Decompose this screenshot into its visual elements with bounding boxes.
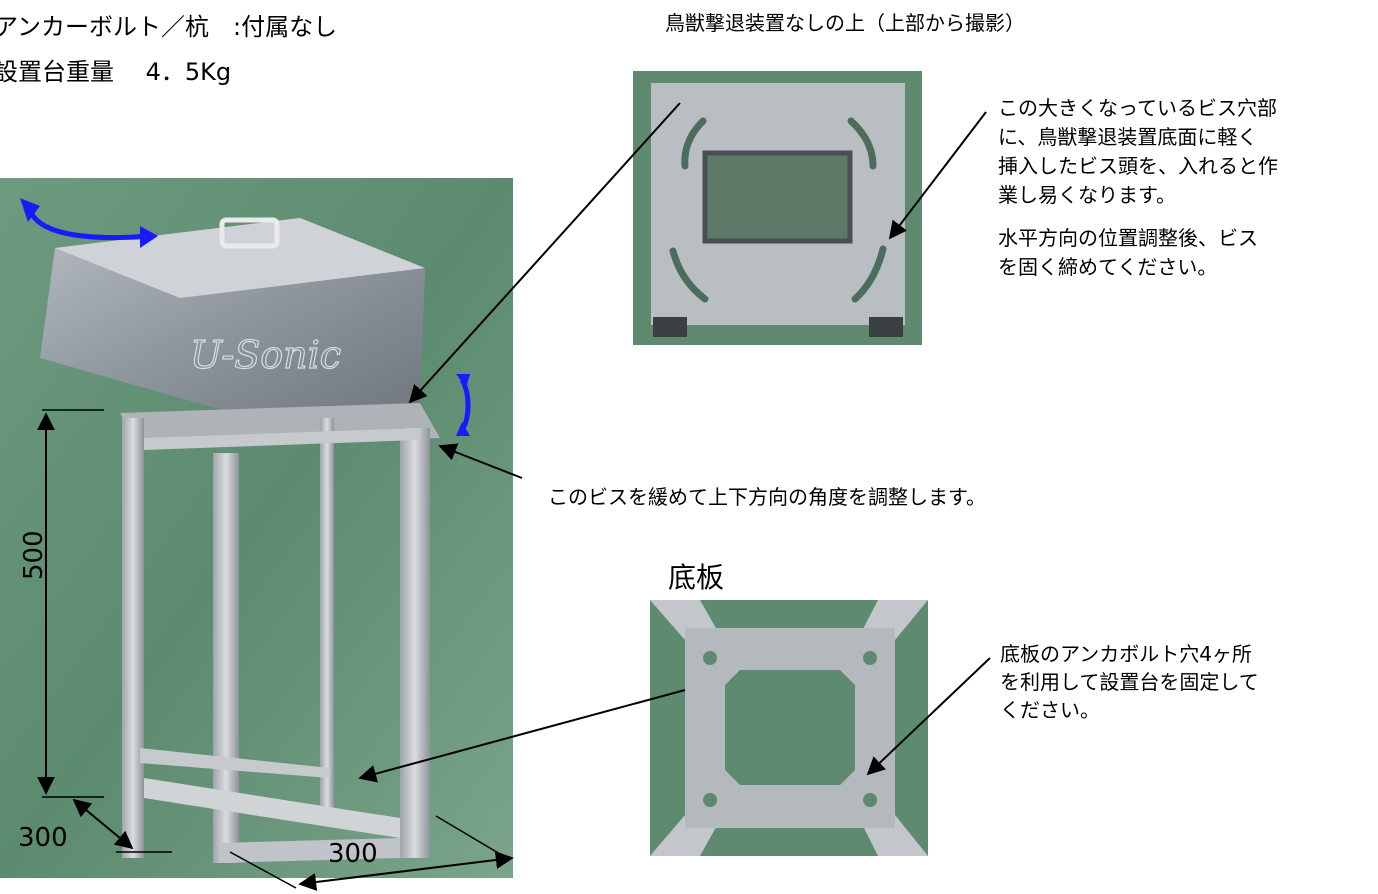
depth-label: 300 [18, 823, 68, 853]
note-line: この大きくなっているビス穴部 [998, 96, 1277, 120]
top-photo-caption: 鳥獣撃退装置なしの上（上部から撮影） [665, 11, 1025, 35]
callout-arrow [888, 111, 987, 240]
width-dimension-line [298, 851, 514, 891]
bottom-plate-photo [650, 600, 928, 856]
spec-weight: 設置台重量 4．5Kg [0, 58, 232, 86]
anchor-hole [703, 793, 717, 807]
note-line: を固く締めてください。 [998, 255, 1218, 279]
top-view-photo [633, 71, 922, 345]
anchor-hole [863, 793, 877, 807]
note-line: ください。 [1000, 698, 1100, 722]
rotate-arrow-icon [27, 208, 151, 241]
bottom-plate-title: 底板 [668, 561, 725, 594]
spec-anchor: アンカーボルト／杭 :付属なし [0, 13, 338, 41]
callout-arrow [438, 443, 523, 479]
bottom-plate-note: 底板のアンカボルト穴4ヶ所 を利用して設置台を固定して ください。 [1000, 640, 1259, 724]
callout-arrow [866, 657, 991, 776]
device-logo: U-Sonic [190, 333, 341, 377]
stand-leg [122, 418, 144, 858]
stand-leg [400, 428, 430, 858]
screw-hole-note: この大きくなっているビス穴部 に、鳥獣撃退装置底面に軽く 挿入したビス頭を、入れ… [998, 94, 1278, 282]
width-label: 300 [328, 839, 378, 869]
note-line: 水平方向の位置調整後、ビス [998, 226, 1258, 250]
note-line: を利用して設置台を固定して [1000, 670, 1259, 694]
main-photo: U-Sonic [0, 178, 513, 878]
bottom-plate-opening [725, 670, 855, 785]
top-plate-window [702, 150, 853, 244]
callout-arrow [408, 102, 681, 404]
callout-arrow [358, 689, 686, 783]
stand-leg [320, 418, 334, 818]
angle-adjust-note: このビスを緩めて上下方向の角度を調整します。 [548, 485, 986, 509]
depth-dimension-line [72, 798, 134, 850]
note-line: 挿入したビス頭を、入れると作 [998, 154, 1278, 178]
note-line: 底板のアンカボルト穴4ヶ所 [1000, 642, 1252, 666]
height-label: 500 [19, 530, 49, 580]
device-handle [219, 217, 280, 249]
anchor-hole [703, 651, 717, 665]
note-line: に、鳥獣撃退装置底面に軽く [998, 125, 1258, 149]
anchor-hole [863, 651, 877, 665]
note-line: 業し易くなります。 [998, 183, 1176, 207]
